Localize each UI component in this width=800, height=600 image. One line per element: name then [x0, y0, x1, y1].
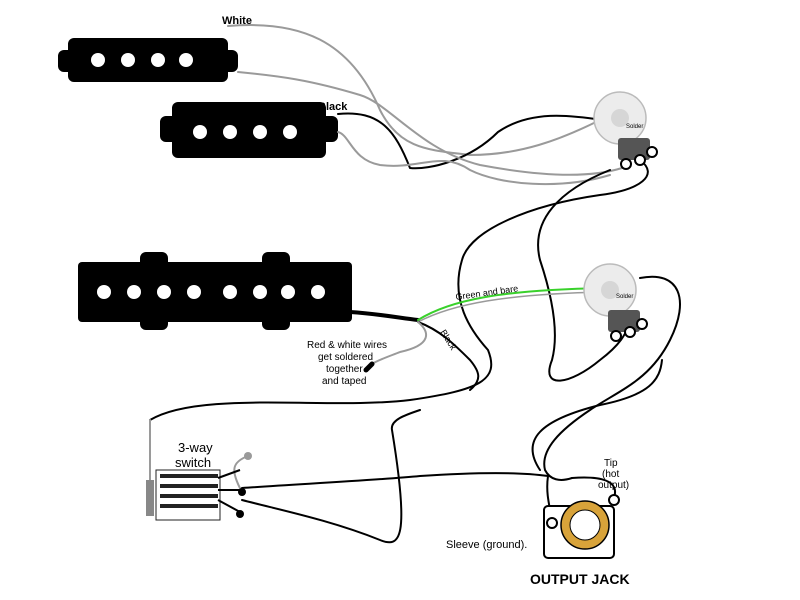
j-pickup — [78, 252, 352, 330]
p-pickup-lower — [160, 102, 338, 158]
black-wire-j — [417, 321, 480, 391]
tip-label-line2: (hot — [602, 469, 619, 480]
pole-pieces-j — [97, 285, 325, 299]
black-wire-label-2: Black — [438, 328, 458, 352]
switch-label-line1: 3-way — [178, 440, 213, 455]
jack-sleeve-lead — [571, 476, 617, 499]
jack-ground-lead — [531, 359, 663, 471]
taped-end — [363, 361, 375, 373]
black-wire-loop — [149, 159, 649, 421]
red-white-note-line4: and taped — [322, 376, 367, 387]
output-jack: OUTPUT JACK — [530, 494, 630, 587]
black-wire — [337, 112, 603, 170]
switch-lower-lead — [241, 409, 421, 544]
sleeve-label: Sleeve (ground). — [446, 539, 527, 551]
pole-pieces-lower — [193, 125, 297, 139]
red-white-note-line2: get soldered — [318, 352, 373, 363]
p-pickup-upper — [58, 38, 238, 82]
bare-wire — [417, 291, 606, 323]
output-jack-label: OUTPUT JACK — [530, 571, 630, 587]
white-wire — [227, 24, 601, 156]
tone-pot: Solder — [583, 263, 648, 342]
white-wire-label: White — [222, 15, 252, 27]
pot-solder-label-2: Solder — [616, 294, 633, 300]
gray-wire-p1 — [237, 71, 623, 176]
tip-label-line1: Tip — [604, 458, 618, 469]
red-white-note-line1: Red & white wires — [307, 340, 387, 351]
black-wire-pots — [537, 169, 633, 382]
tip-label-line3: output) — [598, 480, 629, 491]
red-white-note-line3: together — [326, 364, 363, 375]
pole-pieces-upper — [91, 53, 193, 67]
j-cable — [348, 310, 420, 322]
volume-pot: Solder — [593, 91, 658, 170]
green-and-bare-label: Green and bare — [455, 283, 519, 302]
three-way-switch: 3-way switch — [146, 440, 252, 521]
pot-solder-label-1: Solder — [626, 124, 643, 130]
red-white-stub — [371, 321, 428, 365]
switch-gray-lead — [233, 455, 249, 493]
gray-wire-p2 — [337, 131, 611, 186]
switch-to-jack — [241, 472, 549, 489]
green-wire — [417, 287, 606, 321]
wires — [149, 24, 681, 544]
black-wire-label: Black — [318, 101, 348, 113]
switch-label-line2: switch — [175, 455, 211, 470]
